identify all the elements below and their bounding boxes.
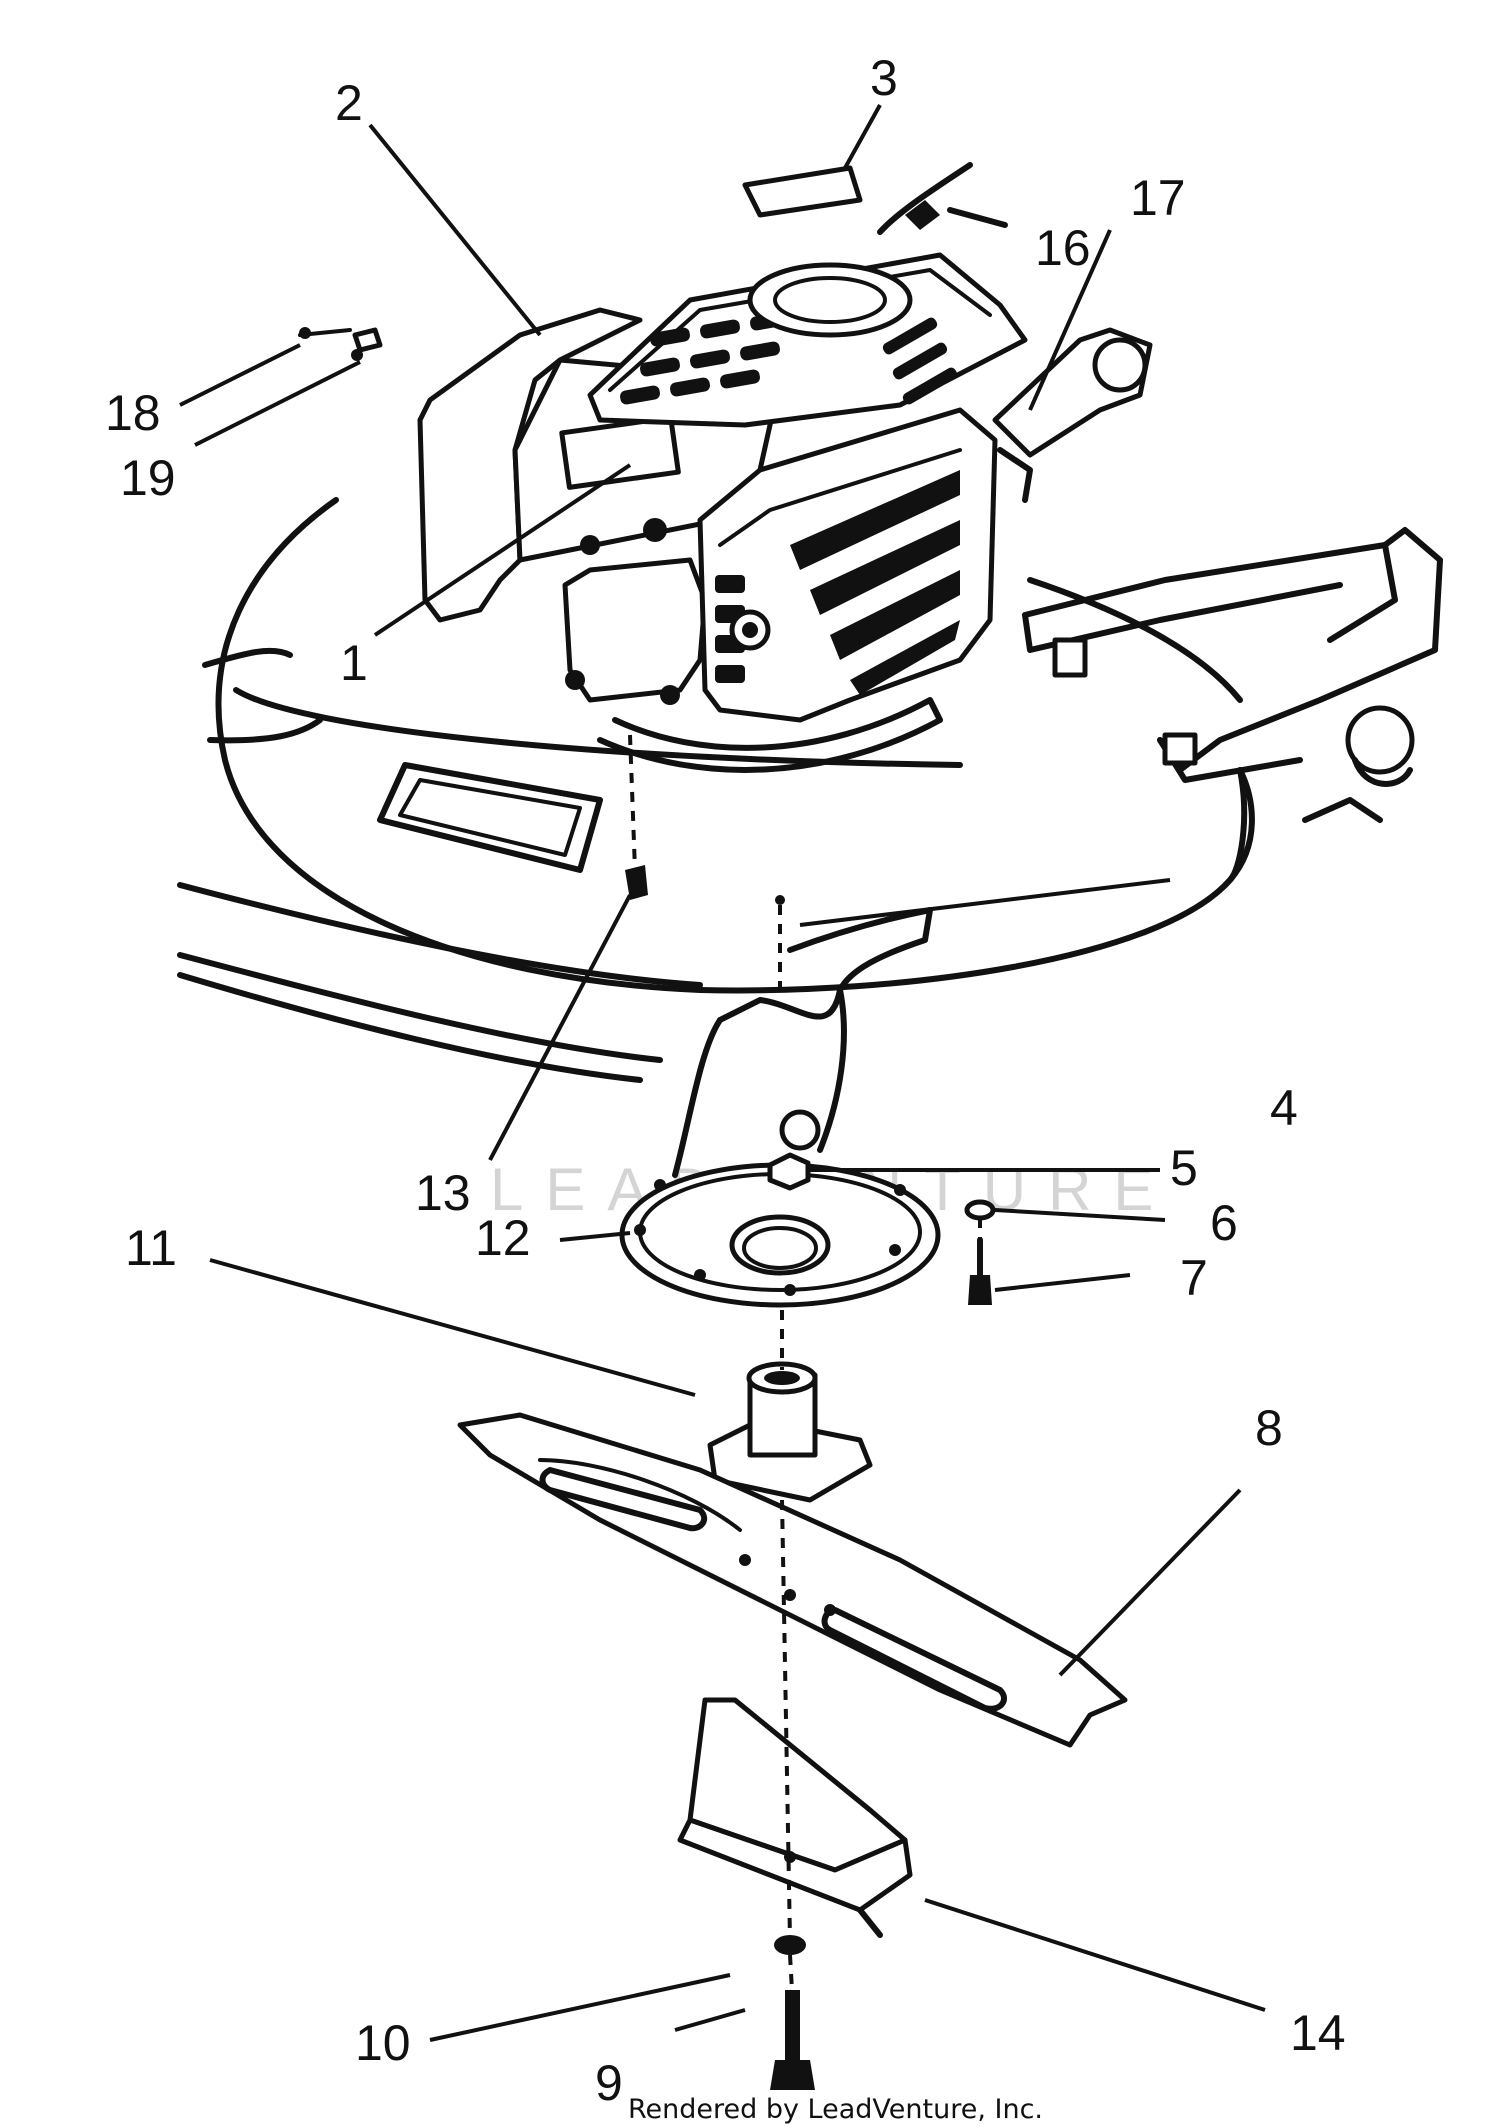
callout-1: 1: [340, 635, 368, 691]
callout-19: 19: [120, 450, 176, 506]
callout-17: 17: [1130, 170, 1186, 226]
callout-11: 11: [125, 1220, 177, 1276]
callout-16: 16: [1035, 220, 1091, 276]
callout-labels: 1 2 3 4 5 6 7 8 9 10 11 12 13 14 16 17 1…: [105, 50, 1346, 2111]
credit-line: Rendered by LeadVenture, Inc.: [628, 2094, 1043, 2125]
callout-7: 7: [1180, 1250, 1208, 1306]
leader-lines: [179, 104, 1266, 2042]
mulch-plate: [677, 1697, 913, 1938]
top-vents: [620, 262, 958, 405]
callout-5: 5: [1170, 1140, 1198, 1196]
blade-adapter: [707, 1361, 873, 1503]
side-vents: [715, 448, 962, 695]
callout-12: 12: [475, 1210, 531, 1266]
engine: [417, 252, 1153, 773]
callout-9: 9: [595, 2055, 623, 2111]
callout-4: 4: [1270, 1080, 1298, 1136]
callout-13: 13: [415, 1165, 471, 1221]
mower-deck: [177, 497, 1443, 1308]
callout-14: 14: [1290, 2005, 1346, 2061]
assembly-lines: [628, 734, 982, 1991]
blade: [457, 1412, 1128, 1748]
callout-18: 18: [105, 385, 161, 441]
callout-10: 10: [355, 2015, 411, 2071]
hardware: [298, 162, 1008, 2090]
callout-3: 3: [870, 50, 898, 106]
callout-8: 8: [1255, 1400, 1283, 1456]
callout-6: 6: [1210, 1195, 1238, 1251]
callout-2: 2: [335, 75, 363, 131]
